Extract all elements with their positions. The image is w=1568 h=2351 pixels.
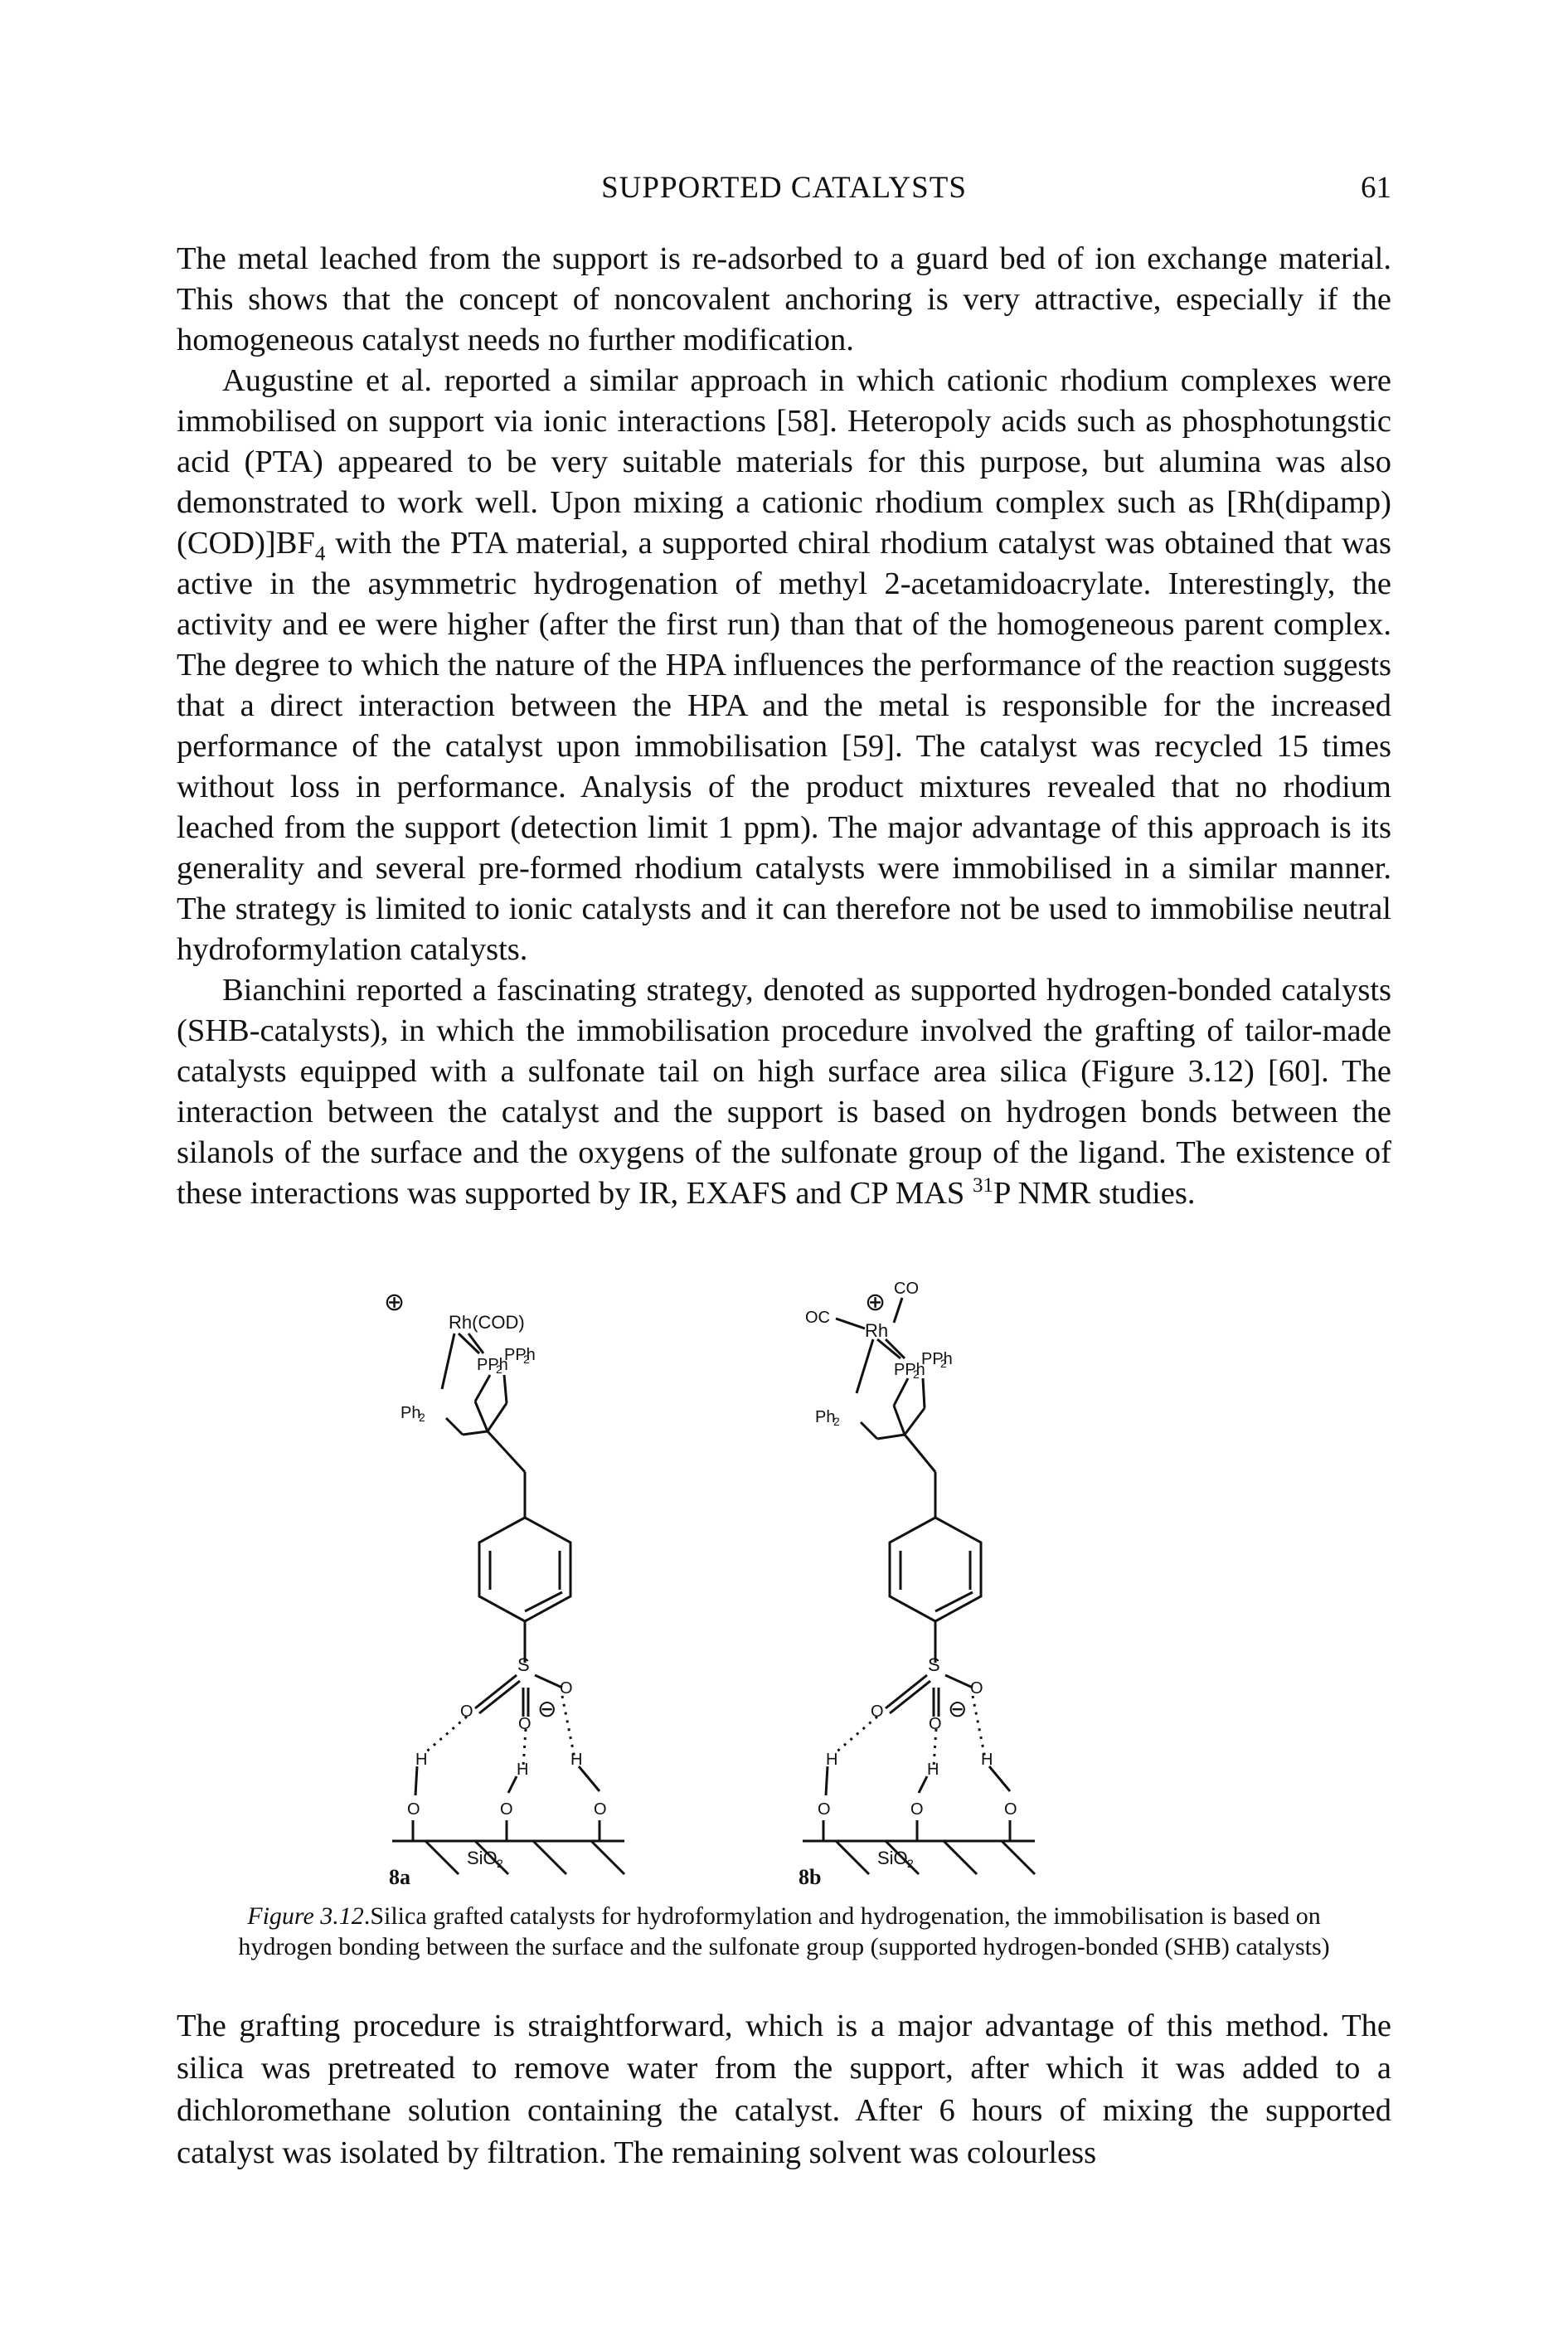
figure-3-12: ⊕ Rh(COD) PPh PPh Ph S O O O ⊖ H H H O O… [351,1269,1404,1889]
oxygen-down-8a: O [518,1715,532,1733]
sulfur-8a: S [517,1654,530,1675]
pph2-label-8b: PPh [894,1361,925,1379]
oxygen-right-8a: O [560,1679,573,1698]
paragraph-2-text-b: with the PTA material, a supported chira… [177,526,1391,967]
negative-charge-8b: ⊖ [948,1696,967,1722]
silanol-o3-8b: O [1004,1800,1017,1819]
co-label-top: CO [894,1280,919,1298]
caption-text: .Silica grafted catalysts for hydroformy… [238,1902,1330,1960]
subscript-2-a4: 2 [497,1857,503,1870]
oxygen-left-8b: O [871,1703,884,1721]
ph2p-label-8a: Ph [400,1404,420,1422]
subscript-2-b2: 2 [940,1357,947,1370]
subscript-2-a2: 2 [523,1353,530,1366]
compound-label-8b: 8b [799,1865,821,1889]
running-head: SUPPORTED CATALYSTS [601,171,967,205]
structure-8a [392,1332,626,1876]
hydrogen-2-8a: H [517,1761,528,1779]
compound-label-8a: 8a [389,1865,410,1889]
page-number: 61 [1361,171,1391,205]
hbonds-8a [423,1695,576,1767]
paragraph-2-text-a: Augustine et al. reported a similar appr… [177,363,1391,561]
hydrogen-2-8b: H [927,1761,939,1779]
subscript-2-a1: 2 [496,1363,502,1376]
paragraph-3-text-a: Bianchini reported a fascinating strateg… [177,973,1391,1211]
paragraph-3: Bianchini reported a fascinating strateg… [177,970,1391,1214]
paragraph-1: The metal leached from the support is re… [177,241,1391,357]
pph2-label-8a-2: PPh [504,1346,536,1364]
p31-superscript: 31 [972,1174,993,1197]
silanol-o3-8a: O [594,1800,607,1819]
subscript-2-b3: 2 [833,1415,840,1428]
negative-charge-8a: ⊖ [537,1696,556,1722]
chemical-structures-diagram: ⊕ Rh(COD) PPh PPh Ph S O O O ⊖ H H H O O… [384,1280,1036,1889]
pph2-label-8a: PPh [477,1356,508,1374]
rh-cod-label: Rh(COD) [449,1312,525,1333]
oc-label: OC [805,1309,830,1327]
pph2-label-8b-2: PPh [921,1350,953,1368]
hydrogen-1-8b: H [826,1751,837,1769]
positive-charge-8b: ⊕ [865,1289,886,1316]
silanol-o2-8a: O [500,1800,513,1819]
subscript-2-a3: 2 [419,1411,425,1424]
figure-caption: Figure 3.12.Silica grafted catalysts for… [201,1901,1367,1962]
caption-label: Figure 3.12 [247,1902,364,1930]
subscript-2-b4: 2 [907,1857,914,1870]
silanol-o2-8b: O [910,1800,924,1819]
hydrogen-3-8a: H [570,1751,582,1769]
ph2p-label-8b: Ph [815,1408,835,1426]
rh-label-8b: Rh [865,1320,888,1341]
hydrogen-1-8a: H [415,1751,427,1769]
sulfur-8b: S [928,1654,940,1675]
subscript-2-b1: 2 [913,1367,920,1381]
paragraph-3-text-b: P NMR studies. [993,1176,1196,1211]
paragraph-2: Augustine et al. reported a similar appr… [177,361,1391,970]
sio2-label-8a: SiO [467,1848,498,1868]
hydrogen-3-8b: H [981,1751,993,1769]
sio2-label-8b: SiO [877,1848,908,1868]
paragraph-4: The grafting procedure is straightforwar… [177,2009,1391,2170]
silanol-o1-8b: O [818,1800,831,1819]
page-header: SUPPORTED CATALYSTS 61 [177,170,1391,211]
positive-charge-8a: ⊕ [384,1289,405,1316]
hbonds-8b [833,1695,987,1767]
body-text: The metal leached from the support is re… [177,239,1391,1214]
oxygen-right-8b: O [970,1679,983,1698]
silanol-o1-8a: O [407,1800,420,1819]
structure-8b [803,1297,1036,1876]
oxygen-down-8b: O [929,1715,942,1733]
oxygen-left-8a: O [460,1703,473,1721]
bf4-subscript: 4 [314,542,326,566]
